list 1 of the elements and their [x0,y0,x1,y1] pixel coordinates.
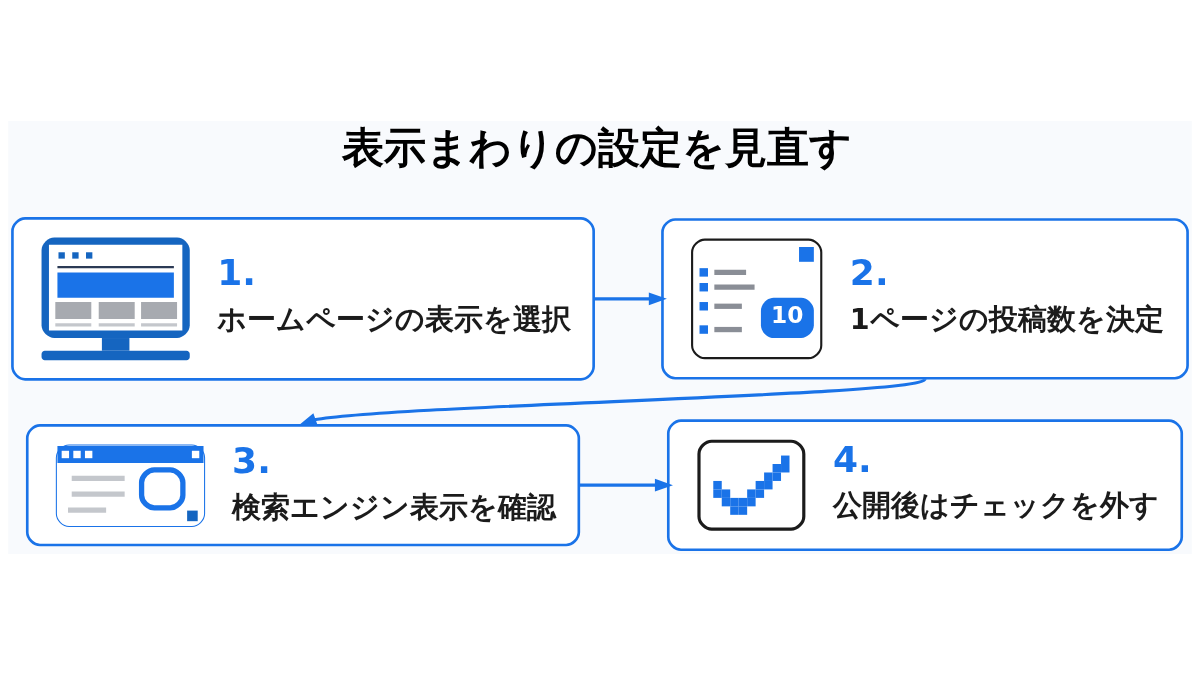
diagram-title: 表示まわりの設定を見直す [342,123,853,173]
